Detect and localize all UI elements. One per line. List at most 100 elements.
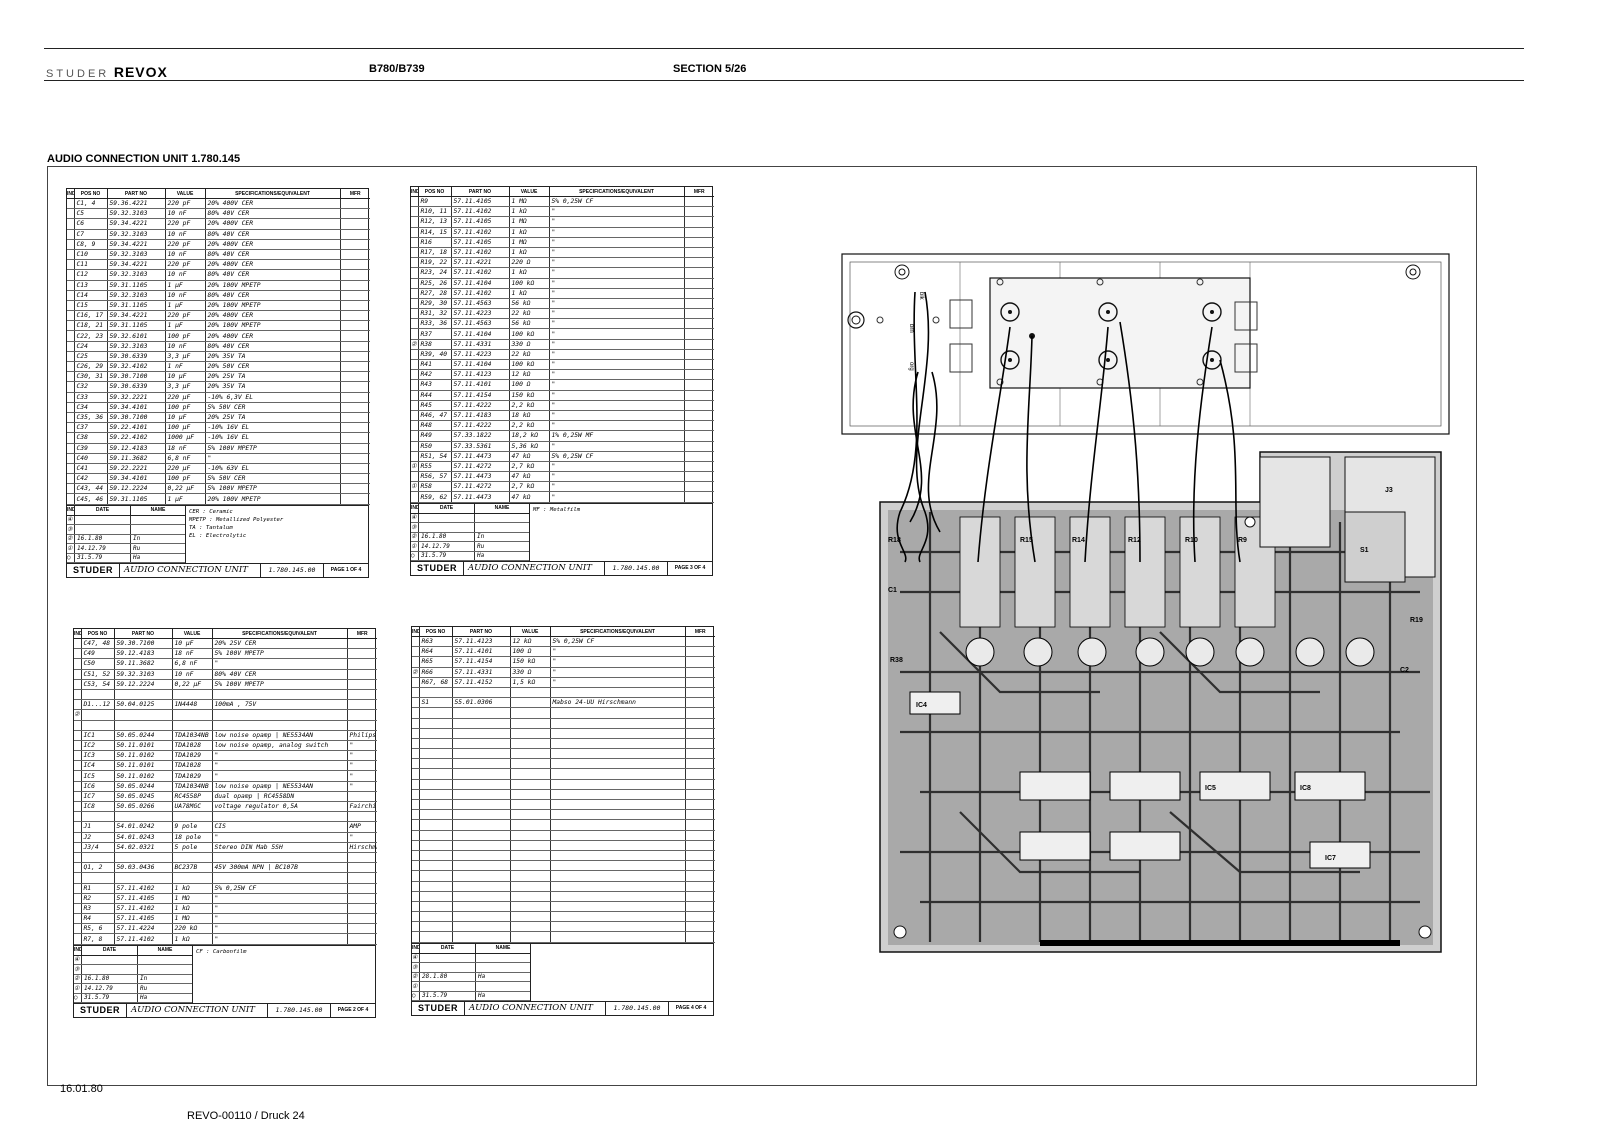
table-cell: 1% 0,25W MF	[549, 430, 685, 442]
table-cell: 59.11.3682	[107, 453, 166, 464]
table-cell	[550, 881, 686, 892]
table-cell: low noise opamp | NE5534AN	[212, 730, 348, 741]
table-cell: 59.32.3103	[114, 669, 173, 680]
revision-row: ④	[411, 513, 529, 524]
table-cell: 57.11.4473	[451, 471, 510, 483]
table-cell: 20% 35V TA	[205, 351, 341, 363]
table-row	[412, 830, 715, 841]
table-cell	[685, 891, 715, 902]
table-cell	[419, 779, 453, 790]
table-cell: IC5	[81, 770, 115, 782]
table-cell: C50	[81, 658, 115, 670]
revision-cell: ①	[74, 983, 82, 994]
revision-cell: 16.1.80	[81, 974, 138, 985]
table-cell	[685, 789, 715, 801]
connector-bracket: blk brn org	[841, 253, 1450, 435]
column-header-ind: IND	[411, 187, 419, 197]
table-cell: 100 Ω	[510, 646, 551, 658]
table-cell: 10 µF	[172, 638, 213, 650]
table-cell: 1 kΩ	[509, 227, 550, 238]
table-cell: C6	[74, 218, 108, 230]
table-cell: Fairchild	[347, 801, 377, 813]
page-indicator: PAGE 4 OF 4	[675, 1005, 707, 1012]
table-cell	[412, 789, 420, 801]
table-cell: ①	[411, 461, 419, 473]
table-cell	[67, 269, 75, 281]
revision-row: ③	[411, 522, 529, 533]
table-cell	[411, 267, 419, 279]
table-cell	[212, 720, 348, 731]
table-cell: TDA1029	[172, 750, 213, 762]
table-cell	[452, 931, 511, 943]
table-cell: R39, 40	[418, 349, 452, 361]
table-cell	[411, 237, 419, 248]
table-cell: AMP	[347, 821, 377, 833]
revision-cell	[475, 981, 530, 992]
table-cell: 10 µF	[165, 371, 206, 383]
table-cell: 59.12.2224	[114, 679, 173, 690]
table-cell: TDA1034NB	[172, 781, 213, 792]
table-cell: 22 kΩ	[509, 308, 550, 320]
sheet-title: AUDIO CONNECTION UNIT	[127, 1004, 268, 1018]
table-cell	[685, 636, 715, 648]
table-cell: C24	[74, 341, 108, 352]
table-cell	[412, 850, 420, 862]
table-cell	[347, 638, 377, 650]
revision-cell: Ha	[474, 551, 529, 562]
table-cell	[452, 901, 511, 913]
table-cell	[412, 677, 420, 688]
table-cell: 18,2 kΩ	[509, 430, 550, 442]
table-cell	[452, 768, 511, 780]
revision-cell: ④	[412, 953, 420, 964]
table-cell: "	[347, 832, 377, 843]
page-indicator: PAGE 3 OF 4	[674, 565, 706, 572]
column-header-mfr: MFR	[347, 629, 377, 639]
table-cell	[452, 881, 511, 892]
table-cell	[685, 738, 715, 750]
table-cell	[550, 860, 686, 872]
revision-block: INDDATENAME④③②16.1.80In①14.12.79Ru○31.5.…	[411, 502, 712, 562]
table-cell: 20% 400V CER	[205, 198, 341, 210]
table-cell: 2,2 kΩ	[509, 420, 550, 432]
table-cell	[74, 770, 82, 782]
table-cell: 57.11.4102	[451, 247, 510, 259]
column-header-part-no: PART NO	[451, 187, 510, 197]
table-cell	[452, 809, 511, 821]
table-cell: 220 µF	[165, 463, 206, 475]
revision-cell: ③	[412, 962, 420, 973]
column-header-part-no: PART NO	[107, 189, 166, 199]
table-cell: 57.11.4154	[451, 390, 510, 401]
table-cell	[411, 390, 419, 401]
table-cell	[67, 300, 75, 312]
table-cell	[684, 206, 714, 218]
table-cell: 5% 100V MPETP	[205, 483, 341, 495]
table-cell: IC1	[81, 730, 115, 741]
table-cell	[411, 410, 419, 422]
table-cell	[510, 789, 551, 801]
table-row	[412, 687, 715, 699]
table-cell	[411, 257, 419, 269]
column-header-mfr: MFR	[340, 189, 370, 199]
table-cell	[412, 656, 420, 668]
table-cell: 20% 400V CER	[205, 310, 341, 322]
table-cell: 1 MΩ	[509, 196, 550, 208]
table-cell: 2,2 kΩ	[509, 400, 550, 411]
column-header-value: VALUE	[172, 629, 213, 639]
table-cell	[411, 349, 419, 361]
table-cell: R55	[418, 461, 452, 473]
revision-cell	[74, 524, 131, 535]
table-cell	[340, 310, 370, 322]
table-cell	[347, 709, 377, 721]
table-cell: -10% 16V EL	[205, 432, 341, 444]
